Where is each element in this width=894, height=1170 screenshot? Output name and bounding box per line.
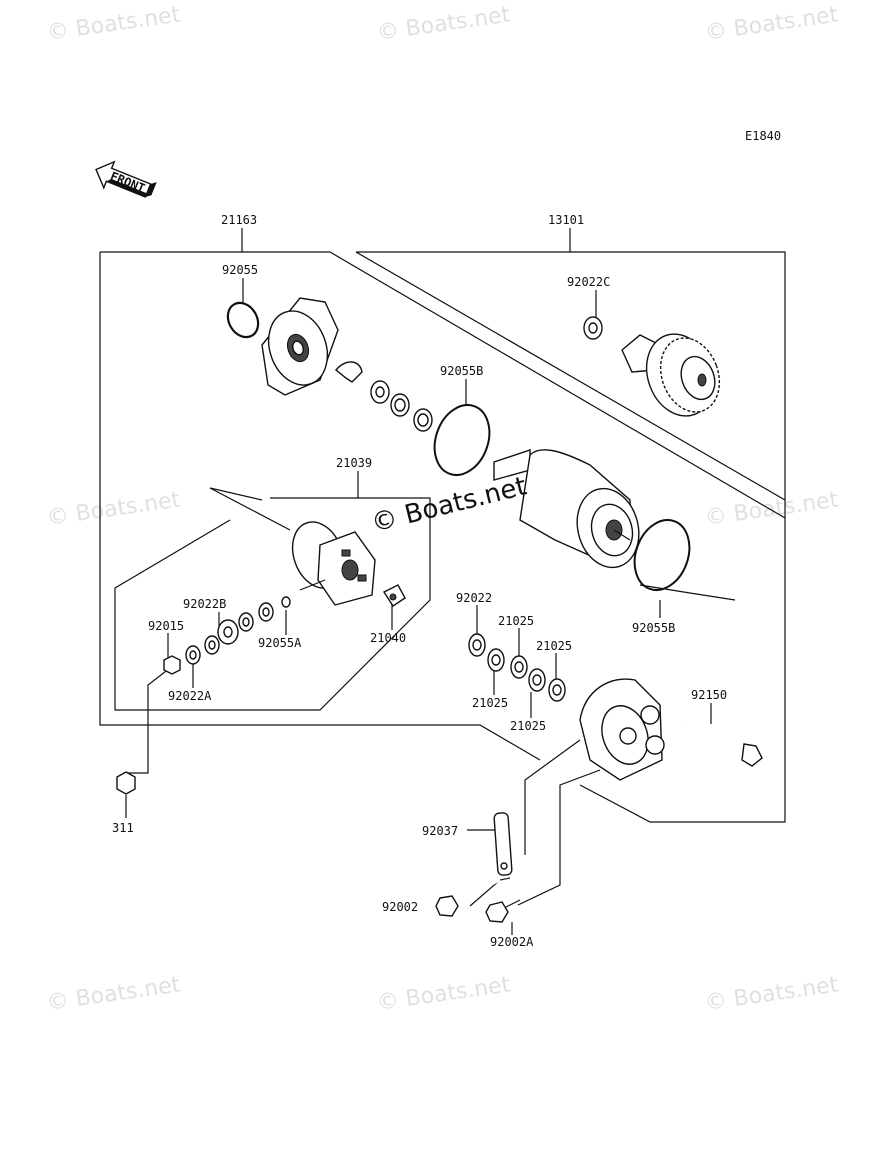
part-labels: 21163 13101 92055 92022C 92055B 21039 92…	[112, 213, 727, 949]
label-92055B-top: 92055B	[440, 364, 483, 378]
nut-92015	[163, 655, 181, 675]
label-92002: 92002	[382, 900, 418, 914]
o-ring-92055B-bottom	[633, 519, 691, 591]
label-92022B: 92022B	[183, 597, 226, 611]
nut-311	[116, 771, 136, 795]
o-ring-92055A	[281, 596, 291, 608]
rear-housing	[579, 678, 665, 781]
retainer	[335, 361, 363, 383]
lead-92037	[493, 812, 513, 876]
starter-clutch-gear-13101	[621, 333, 721, 417]
parts-drawings	[116, 297, 763, 923]
watermark: © Boats.net	[45, 972, 182, 1015]
center-watermark: © Boats.net	[368, 471, 529, 538]
label-311: 311	[112, 821, 134, 835]
diagram-code: E1840	[745, 129, 781, 143]
bolt-92150	[685, 720, 763, 767]
label-92055A: 92055A	[258, 636, 302, 650]
label-21040: 21040	[370, 631, 406, 645]
watermark: © Boats.net	[375, 972, 512, 1015]
end-cover-21163	[261, 297, 339, 396]
label-92022: 92022	[456, 591, 492, 605]
label-21025: 21025	[472, 696, 508, 710]
label-92022C: 92022C	[567, 275, 610, 289]
label-92037: 92037	[422, 824, 458, 838]
brush-holder-21039	[291, 521, 376, 606]
bolt-92002A	[485, 899, 521, 923]
label-13101: 13101	[548, 213, 584, 227]
watermark: © Boats.net	[703, 972, 840, 1015]
front-arrow-icon: FRONT	[95, 160, 157, 198]
label-92055: 92055	[222, 263, 258, 277]
front-label: FRONT	[108, 169, 147, 196]
watermark: © Boats.net	[703, 2, 840, 45]
label-21163: 21163	[221, 213, 257, 227]
o-ring-92055B	[433, 404, 491, 476]
label-92150: 92150	[691, 688, 727, 702]
label-92002A: 92002A	[490, 935, 534, 949]
bolt-92002	[435, 878, 501, 917]
label-21025: 21025	[536, 639, 572, 653]
watermark: © Boats.net	[45, 2, 182, 45]
watermark: © Boats.net	[45, 487, 182, 530]
group-outlines	[99, 228, 786, 935]
label-21039: 21039	[336, 456, 372, 470]
o-ring-92055	[226, 301, 260, 339]
label-92022A: 92022A	[168, 689, 212, 703]
label-92055B-bottom: 92055B	[632, 621, 675, 635]
watermark: © Boats.net	[703, 487, 840, 530]
label-21025: 21025	[498, 614, 534, 628]
label-92015: 92015	[148, 619, 184, 633]
motor-armature	[493, 449, 640, 569]
watermark: © Boats.net	[375, 2, 512, 45]
label-21025: 21025	[510, 719, 546, 733]
